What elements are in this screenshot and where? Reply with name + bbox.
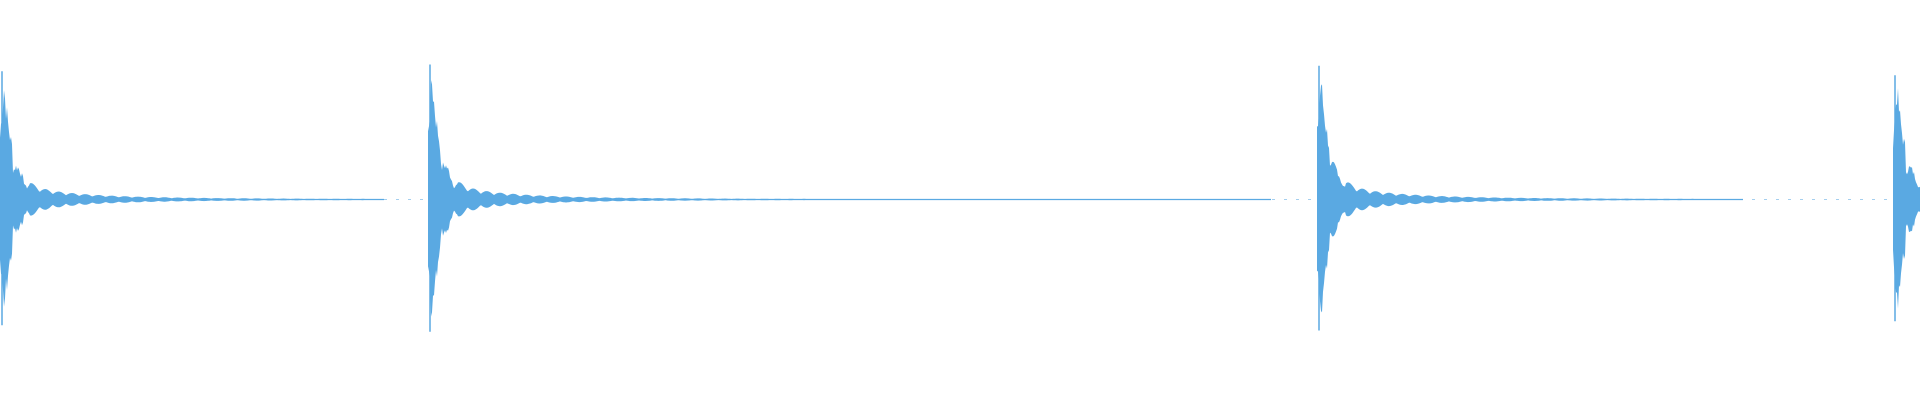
waveform-hit-1: [0, 90, 384, 307]
waveform-hit-3: [1317, 84, 1743, 313]
waveform-hits: [0, 64, 1920, 332]
waveform-hit-2: [428, 80, 1271, 317]
waveform-hit-4: [1893, 88, 1920, 309]
